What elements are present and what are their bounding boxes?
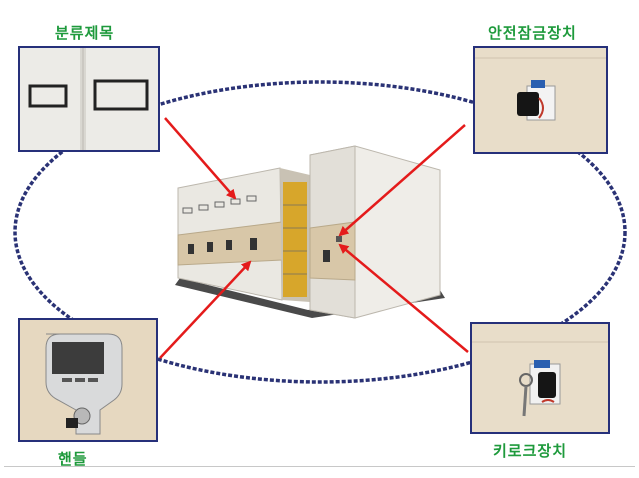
bottom-divider [4, 466, 635, 467]
arrow-handle [159, 260, 252, 359]
mobile-shelving-illustration [175, 145, 445, 319]
outline-ellipse [13, 80, 627, 384]
arrow-safety-lock [338, 124, 466, 237]
label-holder-icon [20, 48, 158, 150]
label-category-title: 분류제목 [55, 24, 115, 42]
photo-safety-lock [473, 46, 608, 154]
label-key-lock: 키로크장치 [493, 442, 568, 460]
arrow-category-title [164, 117, 237, 200]
rotary-handle-icon [20, 320, 156, 440]
photo-handle [18, 318, 158, 442]
photo-category-title [18, 46, 160, 152]
label-safety-lock: 안전잠금장치 [488, 24, 577, 42]
label-handle: 핸들 [58, 450, 88, 468]
safety-lock-knob-icon [475, 48, 606, 152]
photo-key-lock [470, 322, 610, 434]
key-lock-icon [472, 324, 608, 432]
arrow-key-lock [338, 243, 469, 353]
